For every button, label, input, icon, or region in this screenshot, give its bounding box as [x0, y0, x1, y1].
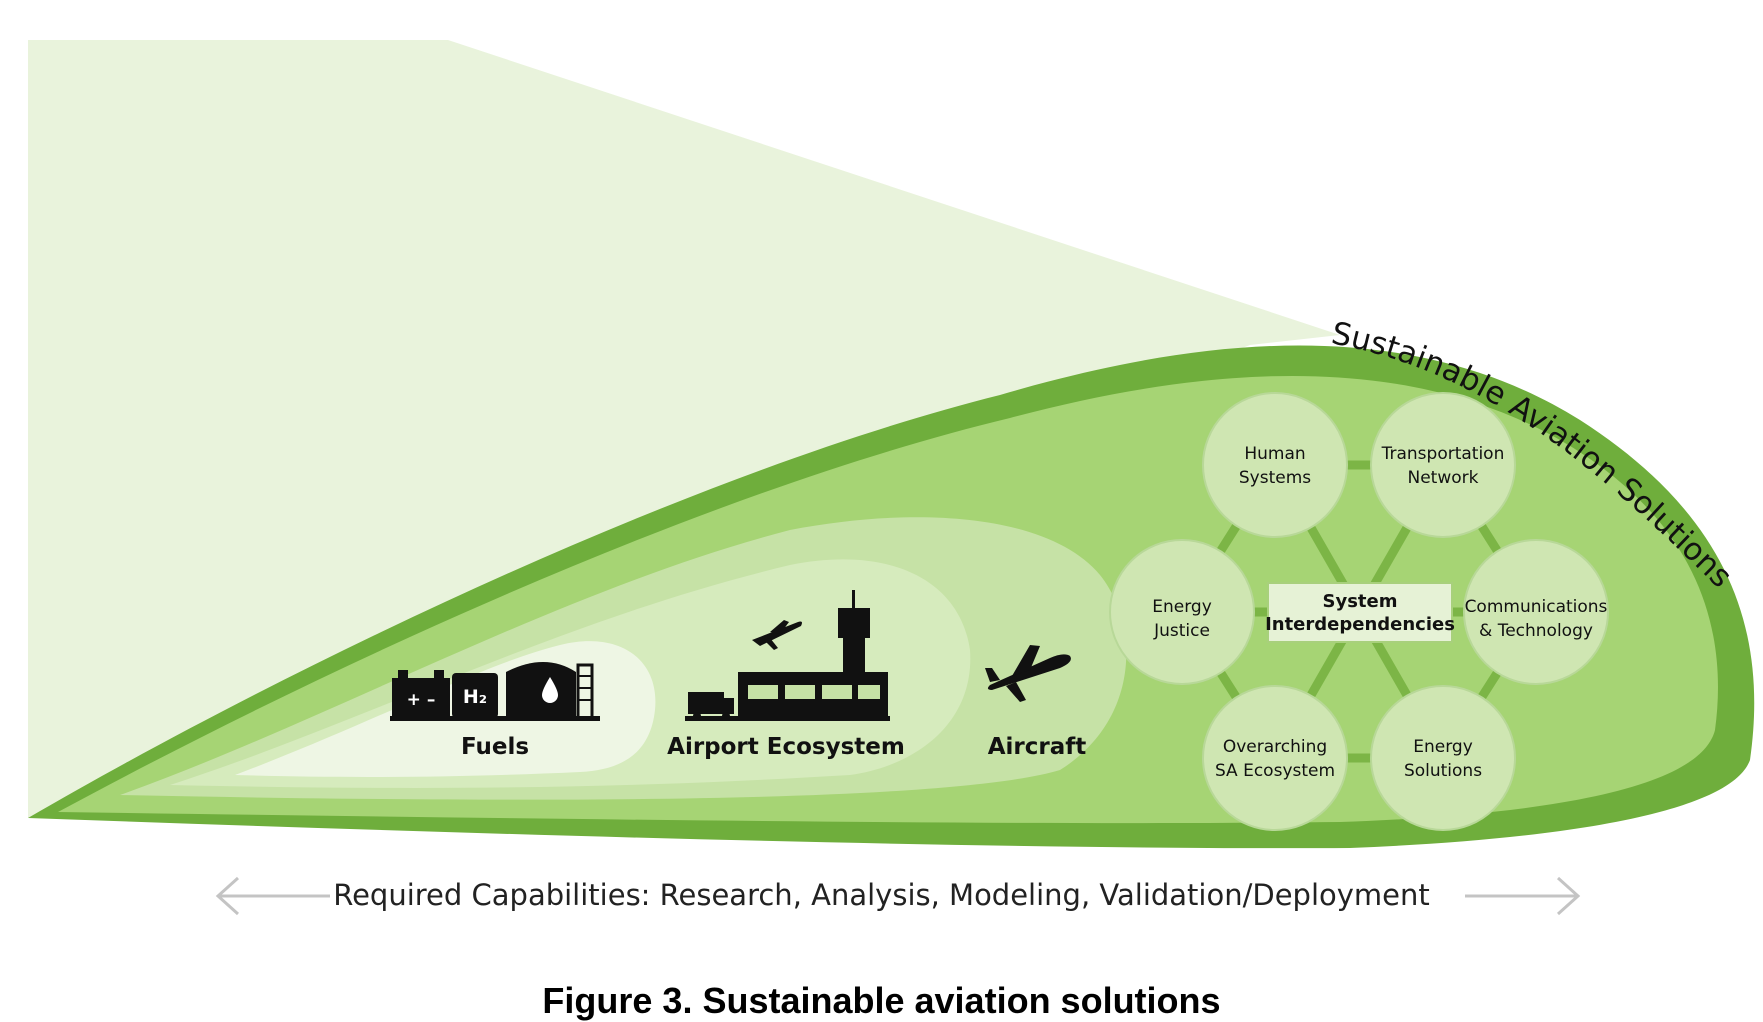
airport-icons [685, 590, 890, 721]
control-tower-icon [838, 590, 870, 676]
projection-cone [28, 40, 1340, 818]
node-label: Network [1408, 468, 1479, 488]
center-label: Interdependencies [1265, 614, 1455, 635]
capabilities-arrows [215, 876, 1581, 916]
figure-caption: Figure 3. Sustainable aviation solutions [542, 980, 1221, 1021]
node-energy-solutions: Energy Solutions [1370, 685, 1516, 831]
aircraft-label: Aircraft [988, 734, 1087, 760]
node-label: Systems [1239, 468, 1311, 488]
node-communications-technology: Communications & Technology [1463, 539, 1609, 685]
node-human-systems: Human Systems [1202, 392, 1348, 538]
battery-icon: + – [392, 670, 450, 718]
fuels-icons: + – H₂ [390, 662, 600, 721]
node-label: SA Ecosystem [1215, 761, 1335, 781]
right-arrow-icon [1465, 876, 1581, 916]
node-label: Justice [1153, 621, 1210, 641]
hydrogen-symbol: H₂ [463, 686, 487, 708]
node-label: Solutions [1404, 761, 1482, 781]
node-label: Transportation [1381, 444, 1505, 464]
system-interdependencies-box: System Interdependencies [1265, 582, 1455, 643]
center-label: System [1323, 591, 1398, 612]
node-label: Communications [1465, 597, 1608, 617]
oil-drop-icon [542, 677, 558, 703]
node-overarching-sa-ecosystem: Overarching SA Ecosystem [1202, 685, 1348, 831]
node-label: Energy [1413, 737, 1473, 757]
node-label: Energy [1152, 597, 1212, 617]
node-transportation-network: Transportation Network [1370, 392, 1516, 538]
node-label: Overarching [1223, 737, 1327, 757]
airplane-icon [985, 645, 1071, 702]
small-plane-icon [752, 620, 802, 650]
terminal-building-icon [738, 672, 888, 718]
node-label: Human [1244, 444, 1305, 464]
left-arrow-icon [215, 876, 330, 916]
airport-ecosystem-label: Airport Ecosystem [667, 734, 905, 760]
node-energy-justice: Energy Justice [1109, 539, 1255, 685]
oil-tank-icon [506, 662, 594, 720]
node-label: & Technology [1479, 621, 1593, 641]
fuels-label: Fuels [461, 734, 529, 760]
hydrogen-tank-icon: H₂ [452, 673, 498, 718]
battery-symbols: + – [407, 690, 436, 710]
required-capabilities-text: Required Capabilities: Research, Analysi… [333, 878, 1430, 912]
